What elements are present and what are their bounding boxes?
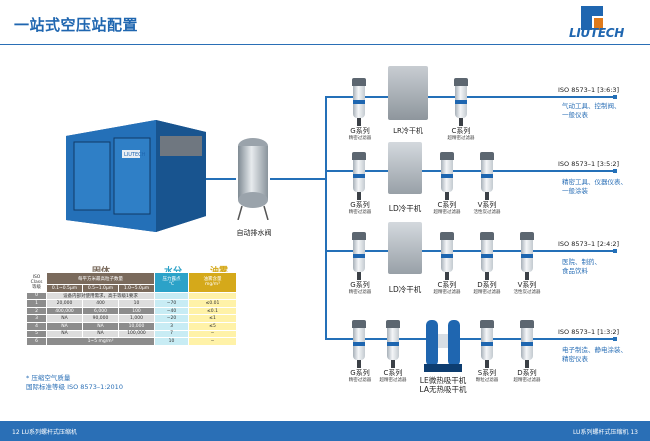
- page-footer: 12 LU系列螺杆式压缩机 LU系列螺杆式压缩机 13: [0, 421, 650, 441]
- ld-dryer-image-2: [388, 222, 422, 274]
- pipe-tank-manifold: [270, 178, 326, 180]
- row1-iso: ISO 8573–1 [3:6:3]: [558, 86, 620, 94]
- table-row: 1 20,000 400 10 −70 ≤0.01: [26, 299, 237, 308]
- page-title: 一站式空压站配置: [14, 16, 139, 34]
- row2-g-filter: [352, 152, 366, 200]
- row4-pipe: [325, 338, 615, 340]
- row4-sub-c: 超精密过滤器: [379, 378, 407, 383]
- row3-c-filter: [440, 232, 454, 280]
- row3-label-d: D系列: [477, 281, 497, 289]
- row2-sub-g: 精密过滤器: [348, 210, 372, 215]
- row2-label-v: V系列: [477, 201, 497, 209]
- row4-applications: 电子制造、静电涂装、 精密仪表: [562, 346, 627, 363]
- row1-outlet: [613, 95, 617, 99]
- row4-g-filter: [352, 320, 366, 368]
- row2-c-filter: [440, 152, 454, 200]
- row2-iso: ISO 8573–1 [3:5:2]: [558, 160, 620, 168]
- row1-label-lr: LR冷干机: [393, 127, 423, 135]
- category-water: 水分: [164, 264, 182, 277]
- lr-dryer-image: [388, 66, 428, 120]
- row2-pipe: [325, 170, 615, 172]
- row1-label-g: G系列: [350, 127, 370, 135]
- row3-label-v: V系列: [517, 281, 537, 289]
- row2-applications: 精密工具、仪器仪表、 一般涂装: [562, 178, 627, 195]
- solid-col-1: 0.1~0.5μm: [46, 284, 83, 293]
- pipe-compressor-tank: [206, 178, 236, 180]
- svg-text:LIUTECH: LIUTECH: [124, 152, 146, 158]
- row3-sub-c: 超精密过滤器: [433, 290, 461, 295]
- solid-col-3: 1.0~5.0μm: [118, 284, 155, 293]
- footnote-line1: * 压缩空气质量: [26, 374, 71, 382]
- row4-c-filter: [386, 320, 400, 368]
- row3-label-ld: LD冷干机: [388, 285, 422, 294]
- le-adsorption-dryer-image: [422, 316, 464, 374]
- row2-sub-c: 超精密过滤器: [433, 210, 461, 215]
- row2-label-ld: LD冷干机: [388, 204, 422, 213]
- row3-g-filter: [352, 232, 366, 280]
- row3-sub-v: 活性炭过滤器: [513, 290, 541, 295]
- row1-g-filter: [352, 78, 366, 126]
- row4-label-s: S系列: [477, 369, 497, 377]
- manifold-vertical: [325, 96, 327, 340]
- iso-8573-spec-table: ISO Class 等级 每平方米最高粒子数量 压力露点 °C 油雾含量 mg/…: [26, 272, 237, 346]
- row2-label-g: G系列: [350, 201, 370, 209]
- row2-sub-v: 活性炭过滤器: [473, 210, 501, 215]
- row1-sub-c: 超精密过滤器: [447, 136, 475, 141]
- logo-text: LIUTECH: [569, 26, 624, 40]
- row3-sub-d: 超精密过滤器: [473, 290, 501, 295]
- iso-class-header: ISO Class 等级: [26, 272, 47, 293]
- row4-sub-d: 超精密过滤器: [513, 378, 541, 383]
- liutech-logo: LIUTECH: [545, 6, 637, 44]
- table-row: 2 400,000 6,000 100 −40 ≤0.1: [26, 306, 237, 316]
- row2-outlet: [613, 169, 617, 173]
- air-receiver-tank: [236, 138, 270, 221]
- footer-left: 12 LU系列螺杆式压缩机: [12, 429, 77, 436]
- row4-label-g: G系列: [350, 369, 370, 377]
- row1-pipe: [325, 96, 615, 98]
- row3-applications: 医院、制药、 食品饮料: [562, 258, 601, 275]
- water-header: 压力露点 °C: [154, 272, 189, 293]
- row4-label-le: LE微热吸干机 LA无热吸干机: [419, 376, 467, 394]
- row4-label-d: D系列: [517, 369, 537, 377]
- oil-header: 油雾含量 mg/m³: [188, 272, 237, 293]
- row3-label-g: G系列: [350, 281, 370, 289]
- category-oil: 油雾: [210, 264, 228, 277]
- row3-pipe: [325, 250, 615, 252]
- header-divider: [0, 44, 650, 45]
- logo-mark-icon: [581, 6, 603, 30]
- table-row: 4 NA NA 10,000 3 ≤5: [26, 321, 237, 331]
- footnote-line2: 国际标准等级 ISO 8573–1:2010: [26, 383, 123, 391]
- row1-label-c: C系列: [451, 127, 471, 135]
- row4-sub-g: 精密过滤器: [348, 378, 372, 383]
- row1-applications: 气动工具、控制阀、 一般仪表: [562, 102, 621, 119]
- row4-iso: ISO 8573–1 [1:3:2]: [558, 328, 620, 336]
- note-row: 设备内部对使用需求，高于等级1要求: [46, 291, 155, 301]
- row4-label-c: C系列: [383, 369, 403, 377]
- row4-sub-s: 颗粒过滤器: [475, 378, 499, 383]
- row3-label-c: C系列: [437, 281, 457, 289]
- screw-compressor-image: LIUTECH: [66, 120, 206, 232]
- row2-label-c: C系列: [437, 201, 457, 209]
- row1-c-filter: [454, 78, 468, 126]
- drain-valve-label: 自动排水阀: [236, 229, 272, 237]
- row4-outlet: [613, 337, 617, 341]
- table-row: 5 NA NA 100,000 7 −: [26, 329, 237, 339]
- table-row: 3 NA 90,000 1,000 −20 ≤1: [26, 314, 237, 323]
- row1-sub-g: 精密过滤器: [348, 136, 372, 141]
- table-row: 0 设备内部对使用需求，高于等级1要求: [26, 291, 237, 301]
- row3-iso: ISO 8573–1 [2:4:2]: [558, 240, 620, 248]
- solid-header: 每平方米最高粒子数量: [46, 272, 155, 285]
- footer-right: LU系列螺杆式压缩机 13: [573, 429, 638, 436]
- row2-v-filter: [480, 152, 494, 200]
- row3-outlet: [613, 249, 617, 253]
- row3-sub-g: 精密过滤器: [348, 290, 372, 295]
- row4-d-filter: [520, 320, 534, 368]
- row4-s-filter: [480, 320, 494, 368]
- row3-v-filter: [520, 232, 534, 280]
- solid-col-2: 0.5~1.0μm: [82, 284, 119, 293]
- row3-d-filter: [480, 232, 494, 280]
- table-row: 6 1~5 mg/m³ 10 −: [26, 337, 237, 346]
- ld-dryer-image: [388, 142, 422, 194]
